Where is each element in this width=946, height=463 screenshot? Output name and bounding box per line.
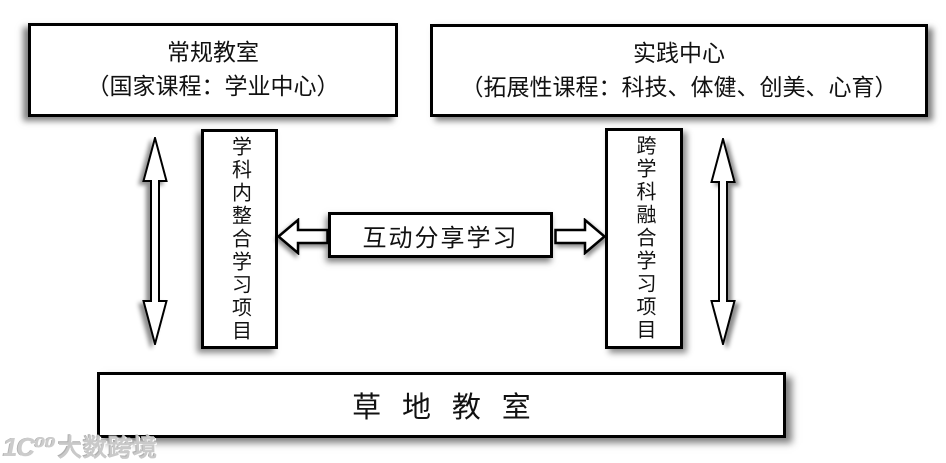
practice-center-box: 实践中心 （拓展性课程：科技、体健、创美、心育） bbox=[430, 24, 928, 117]
regular-classroom-subtitle: （国家课程：学业中心） bbox=[86, 74, 340, 99]
double-arrow-vertical-right-icon bbox=[709, 138, 737, 345]
cross-discipline-project-box: 跨学科融合学习项目 bbox=[605, 128, 683, 349]
cross-discipline-project-label: 跨学科融合学习项目 bbox=[633, 135, 655, 342]
intra-discipline-project-box: 学科内整合学习项目 bbox=[201, 129, 278, 349]
regular-classroom-box: 常规教室 （国家课程：学业中心） bbox=[28, 23, 398, 117]
grass-classroom-label: 草地教室 bbox=[352, 392, 552, 424]
10100-logo-icon: 1C⁰⁰ bbox=[3, 432, 56, 462]
intra-discipline-project-label: 学科内整合学习项目 bbox=[228, 135, 251, 343]
block-arrow-left-icon bbox=[277, 218, 329, 255]
block-arrow-right-icon bbox=[554, 218, 606, 255]
practice-center-title: 实践中心 bbox=[633, 40, 725, 66]
interactive-sharing-label: 互动分享学习 bbox=[362, 225, 519, 252]
watermark: 1C⁰⁰ 大数跨境 bbox=[3, 428, 158, 463]
practice-center-subtitle: （拓展性课程：科技、体健、创美、心育） bbox=[460, 74, 898, 100]
grass-classroom-box: 草地教室 bbox=[97, 372, 786, 438]
regular-classroom-title: 常规教室 bbox=[167, 40, 259, 65]
double-arrow-vertical-left-icon bbox=[141, 137, 169, 345]
interactive-sharing-box: 互动分享学习 bbox=[328, 212, 553, 258]
watermark-text: 大数跨境 bbox=[58, 435, 159, 462]
